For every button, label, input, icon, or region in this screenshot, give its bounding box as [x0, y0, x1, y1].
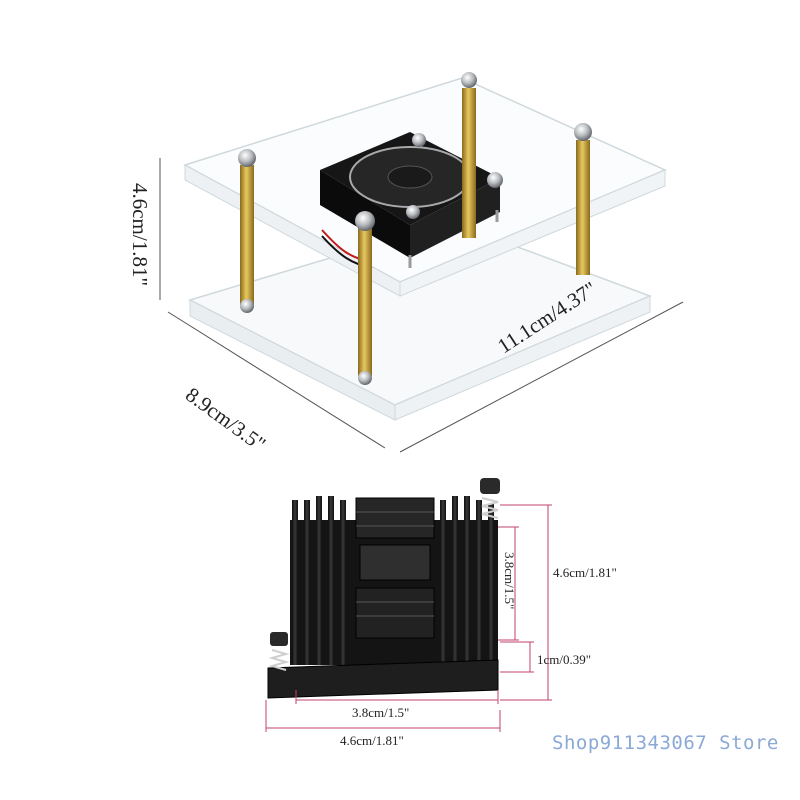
case-height-label: 4.6cm/1.81": [128, 182, 153, 287]
heatsink-thickness-label: 1cm/0.39": [537, 652, 592, 667]
spring-screws: [268, 478, 500, 671]
heatsink-outer-width-label: 4.6cm/1.81": [340, 733, 404, 748]
heatsink-inner-width-label: 3.8cm/1.5": [352, 705, 410, 720]
store-watermark: Shop911343067 Store: [552, 732, 779, 754]
heatsink-dimension-lines: [265, 504, 552, 732]
brass-standoffs: [240, 88, 590, 376]
heatsink-inner-height-label: 3.8cm/1.5": [502, 552, 517, 610]
bottom-plate: [187, 221, 653, 421]
acrylic-case: [159, 72, 684, 453]
heatsink: [265, 478, 552, 732]
standoff-nuts: [238, 72, 592, 385]
heatsink-outer-height-label: 4.6cm/1.81": [553, 565, 617, 580]
heatsink-core: [355, 497, 435, 639]
case-dimension-lines: [159, 158, 684, 453]
